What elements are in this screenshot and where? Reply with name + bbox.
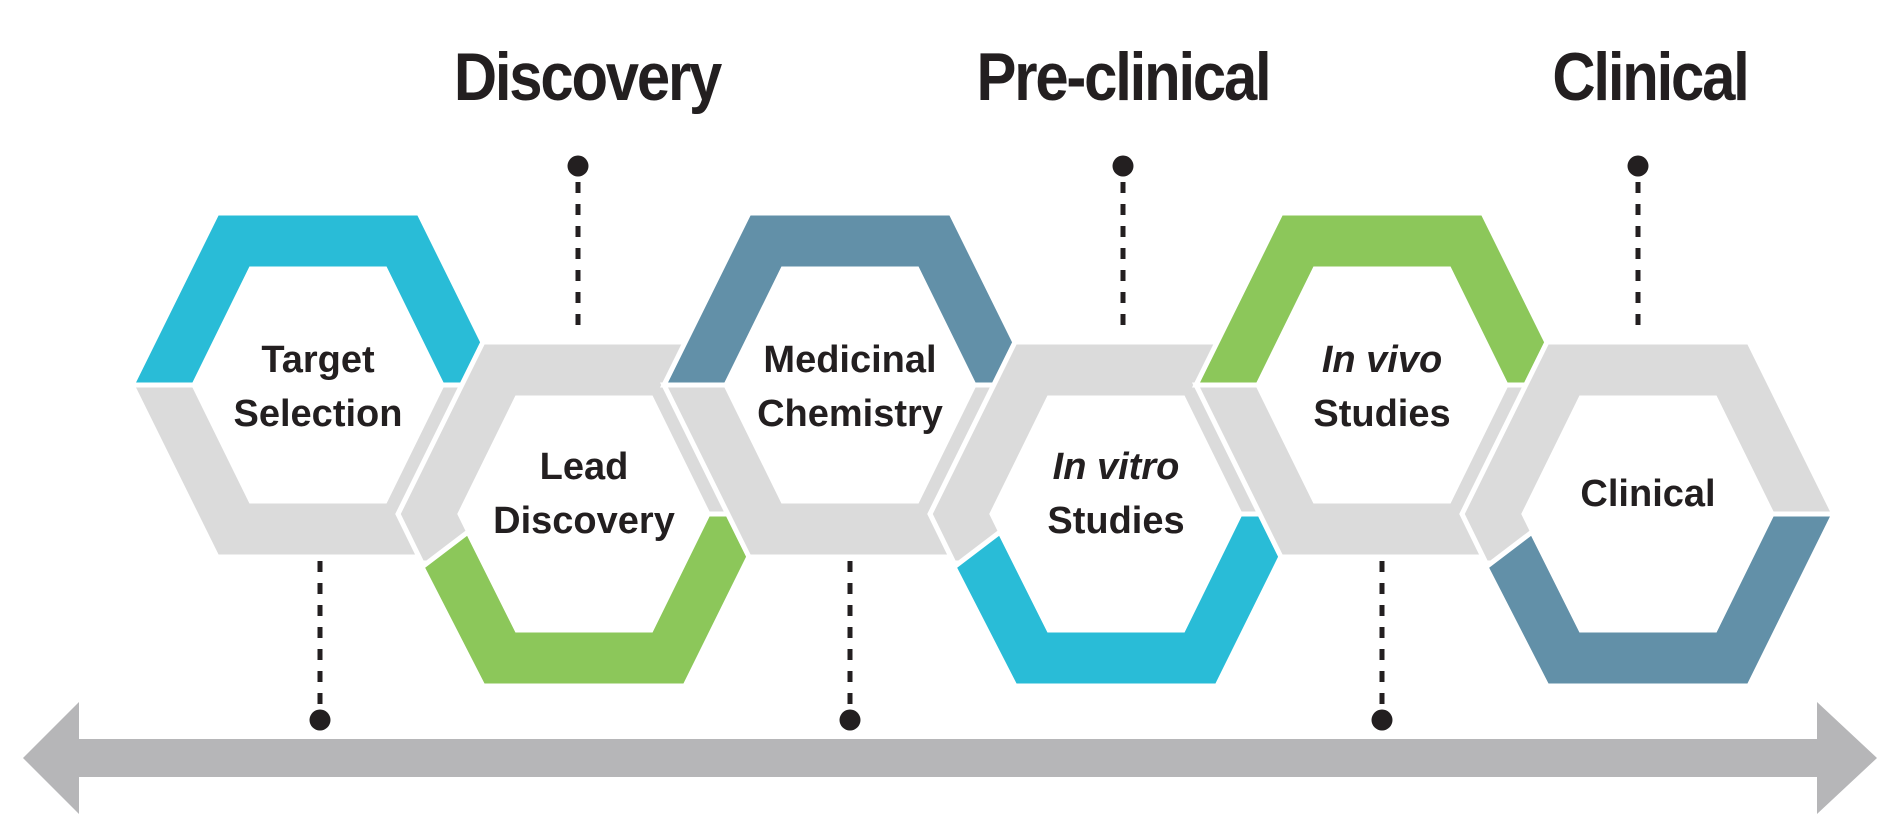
stage-label-line: Studies [1047, 500, 1185, 542]
stage-label-in-vitro-studies: In vitro Studies [930, 440, 1302, 548]
hexagon-clinical [1459, 339, 1839, 689]
phase-label-discovery: Discovery [453, 39, 722, 115]
stage-label-line: Selection [233, 393, 403, 435]
connector-dot-target-selection [309, 709, 331, 731]
stage-label-in-vivo-studies: In vivo Studies [1196, 333, 1568, 441]
stage-label-line-italic: In vitro [1052, 446, 1180, 488]
stage-label-medicinal-chemistry: Medicinal Chemistry [664, 333, 1036, 441]
phase-label-preclinical: Pre-clinical [976, 39, 1272, 115]
stage-label-lead-discovery: Lead Discovery [398, 440, 770, 548]
stage-label-line: Lead [539, 446, 629, 488]
stage-label-line: Clinical [1580, 473, 1716, 515]
stage-label-line: Chemistry [757, 393, 943, 435]
lead-discovery-bottom-band [418, 511, 775, 689]
in-vitro-bottom-band [950, 511, 1307, 689]
connector-dot-clinical [1627, 155, 1649, 177]
stage-label-line: Target [261, 339, 375, 381]
stage-label-line: Studies [1313, 393, 1451, 435]
clinical-bottom-band [1482, 511, 1839, 689]
timeline-arrow [23, 702, 1877, 814]
connector-dot-preclinical [1112, 155, 1134, 177]
phase-label-clinical: Clinical [1552, 39, 1749, 115]
connector-dot-discovery [567, 155, 589, 177]
stage-label-line: Medicinal [763, 339, 937, 381]
connector-dot-in-vivo-studies [1371, 709, 1393, 731]
stage-label-line: Discovery [493, 500, 675, 542]
connector-dot-medicinal-chemistry [839, 709, 861, 731]
stage-label-target-selection: Target Selection [132, 333, 504, 441]
stage-label-line-italic: In vivo [1321, 339, 1443, 381]
stage-label-clinical: Clinical [1462, 467, 1834, 521]
